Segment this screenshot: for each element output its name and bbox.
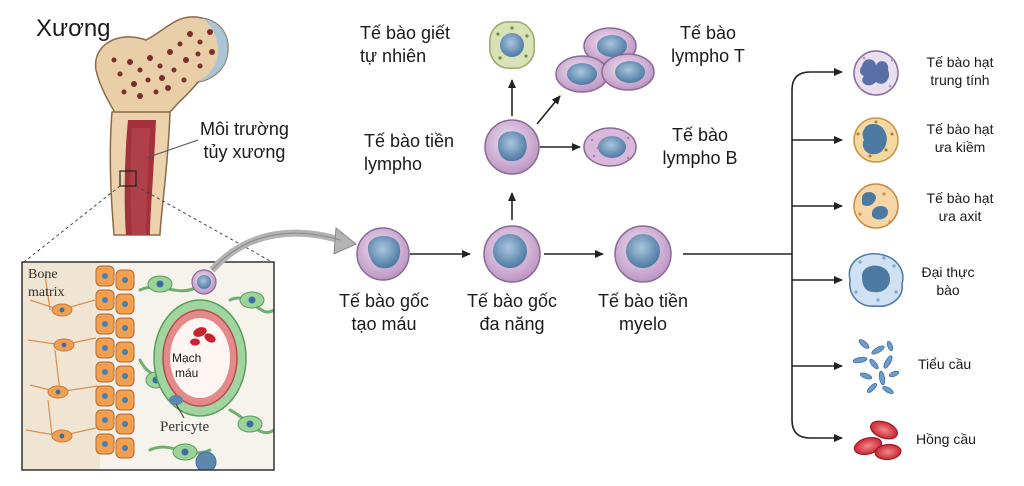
bone-matrix-label: Bone matrix [28,266,65,301]
bone-matrix-line-2: matrix [28,284,65,300]
cell-basophil [853,117,899,163]
zoom-box [119,170,137,187]
cell-eosinophil [853,183,899,229]
marrow-label-line-2: tủy xương [203,141,286,162]
label-basophil-line-2: ưa kiềm [934,138,986,155]
cell-hsc [356,227,410,281]
label-basophil-line-1: Tế bào hạt [926,121,994,137]
cell-platelets [852,339,900,395]
label-nk-line-1: Tế bào giết [360,23,451,43]
label-t-line-2: lympho T [671,45,745,66]
vessel-label-line-2: máu [175,366,199,380]
label-cmp-line-1: Tế bào tiền [597,291,689,311]
label-nk-line-2: tự nhiên [360,45,427,66]
marrow-label: Môi trường tủy xương [200,118,289,163]
label-rbc: Hồng cầu [916,431,976,449]
label-clp-line-1: Tế bào tiền [364,131,455,151]
label-eosinophil-line-1: Tế bào hạt [926,190,994,206]
label-mpp: Tế bào gốc đa năng [460,290,564,335]
vessel-label-line-1: Mạch [172,351,202,365]
label-mpp-line-2: đa năng [479,313,545,334]
label-b-cell: Tế bào lympho B [650,124,750,169]
label-macrophage-line-1: Đại thực [921,264,975,280]
label-b-line-2: lympho B [662,147,738,168]
cell-rbc [853,420,902,461]
cell-mpp [483,225,541,283]
label-platelets-line-1: Tiểu cầu [918,356,972,372]
label-nk: Tế bào giết tự nhiên [360,22,450,67]
label-clp: Tế bào tiền lympho [364,130,454,175]
cell-cmp [614,225,672,283]
marrow-inset [21,261,275,471]
label-clp-line-2: lympho [364,153,423,174]
label-neutrophil: Tế bào hạt trung tính [910,54,1010,89]
label-cmp-line-2: myelo [618,313,667,334]
lineage-arrows [410,68,843,442]
label-basophil: Tế bào hạt ưa kiềm [910,121,1010,156]
pericyte-label: Pericyte [160,419,210,435]
label-eosinophil-line-2: ưa axit [938,207,982,224]
bone-matrix-line-1: Bone [28,267,58,282]
vessel-label: Mạch máu [172,351,201,381]
label-platelets: Tiểu cầu [918,356,971,374]
bone-cartilage [198,18,228,82]
label-hsc-line-2: tạo máu [351,313,417,334]
label-rbc-line-1: Hồng cầu [916,431,976,447]
cell-neutrophil [853,50,899,96]
bone-illustration [23,16,273,263]
cell-macrophage [848,253,904,307]
cell-b [583,127,637,167]
label-neutrophil-line-1: Tế bào hạt [926,54,994,70]
label-hsc: Tế bào gốc tạo máu [332,290,436,335]
label-macrophage: Đại thực bào [898,264,998,299]
marrow-label-line-1: Môi trường [200,119,289,139]
label-t-cell: Tế bào lympho T [658,22,758,67]
label-eosinophil: Tế bào hạt ưa axit [910,190,1010,225]
label-b-line-1: Tế bào [671,125,729,145]
cell-clp [484,119,540,175]
label-mpp-line-1: Tế bào gốc [466,291,558,311]
label-cmp: Tế bào tiền myelo [590,290,696,335]
bone-title: Xương [36,15,111,42]
label-t-line-1: Tế bào [679,23,737,43]
cell-t-cluster [555,27,655,93]
spongy-bone [111,29,215,99]
label-macrophage-line-2: bào [936,281,960,298]
label-hsc-line-1: Tế bào gốc [338,291,430,311]
label-neutrophil-line-2: trung tính [930,71,990,88]
cell-nk [489,21,535,69]
